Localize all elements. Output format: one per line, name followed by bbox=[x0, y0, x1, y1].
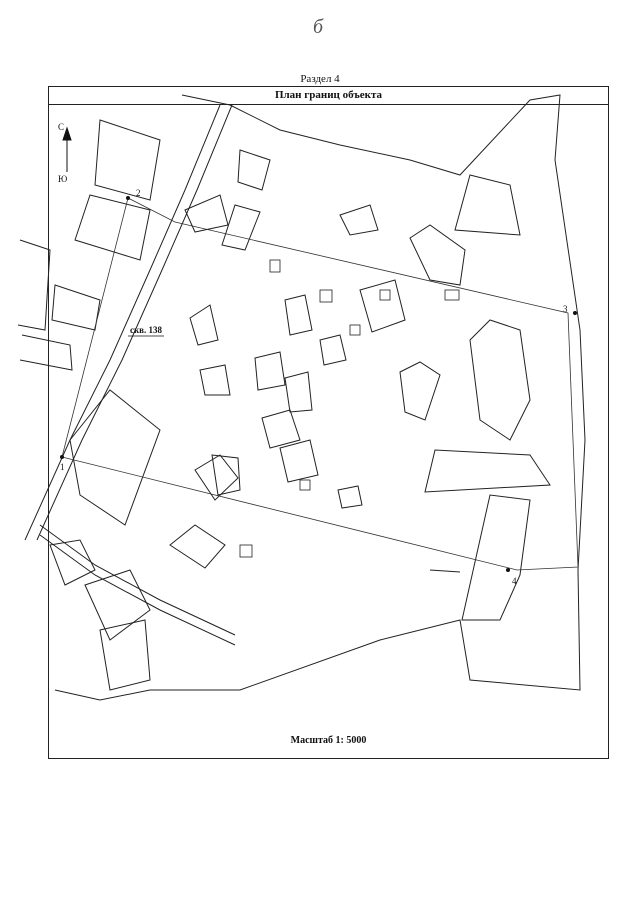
parcel bbox=[189, 304, 219, 346]
object-boundary bbox=[61, 197, 579, 571]
road-edge bbox=[36, 104, 233, 541]
building bbox=[319, 289, 333, 303]
parcel bbox=[84, 569, 151, 641]
boundary-point-3 bbox=[573, 311, 577, 315]
building bbox=[269, 259, 281, 273]
road-edge bbox=[39, 524, 236, 636]
parcel bbox=[399, 361, 441, 421]
parcel bbox=[199, 364, 231, 396]
parcel bbox=[424, 449, 551, 493]
parcel bbox=[469, 319, 531, 441]
point-label: 1 bbox=[60, 462, 65, 472]
compass-arrow bbox=[62, 126, 72, 141]
parcel bbox=[184, 194, 229, 233]
parcel bbox=[409, 224, 466, 286]
parcel bbox=[454, 174, 521, 236]
parcel bbox=[211, 454, 241, 496]
building bbox=[299, 479, 311, 491]
road-edge bbox=[24, 104, 221, 541]
parcel bbox=[237, 149, 271, 191]
compass-south-label: Ю bbox=[58, 174, 68, 184]
compass-north-label: С bbox=[58, 122, 65, 132]
parcel bbox=[254, 351, 286, 391]
parcel bbox=[221, 204, 261, 251]
parcel bbox=[261, 409, 301, 449]
point-label: 3 bbox=[563, 304, 568, 314]
parcel bbox=[19, 334, 73, 371]
parcel-edge bbox=[429, 569, 461, 573]
parcel bbox=[279, 439, 319, 483]
parcel bbox=[99, 619, 151, 691]
point-label: 2 bbox=[136, 188, 141, 198]
well-label: скв. 138 bbox=[130, 325, 163, 335]
parcel bbox=[337, 485, 363, 509]
section-title: Раздел 4 bbox=[300, 73, 340, 85]
parcel bbox=[49, 539, 96, 586]
boundary-point-4 bbox=[506, 568, 510, 572]
parcel bbox=[51, 284, 101, 331]
building bbox=[444, 289, 460, 301]
parcel bbox=[359, 279, 406, 333]
parcel bbox=[94, 119, 161, 201]
parcel bbox=[284, 371, 313, 413]
parcel bbox=[69, 389, 161, 526]
parcel bbox=[169, 524, 226, 569]
parcel bbox=[17, 239, 51, 331]
map-frame bbox=[48, 86, 609, 759]
building bbox=[379, 289, 391, 301]
road-edge bbox=[39, 534, 236, 646]
parcel bbox=[339, 204, 379, 236]
building bbox=[239, 544, 253, 558]
parcel bbox=[74, 194, 151, 261]
parcel bbox=[284, 294, 313, 336]
boundary-point-1 bbox=[60, 455, 64, 459]
building bbox=[349, 324, 361, 336]
scale-label: Масштаб 1: 5000 bbox=[290, 735, 367, 746]
boundary-point-2 bbox=[126, 196, 130, 200]
parcel bbox=[319, 334, 347, 366]
parcel bbox=[461, 494, 531, 621]
point-label: 4 bbox=[512, 576, 517, 586]
parcel bbox=[194, 454, 239, 501]
page-mark: б bbox=[313, 16, 324, 38]
territory-outline bbox=[54, 94, 586, 701]
plan-title: План границ объекта bbox=[48, 87, 609, 105]
